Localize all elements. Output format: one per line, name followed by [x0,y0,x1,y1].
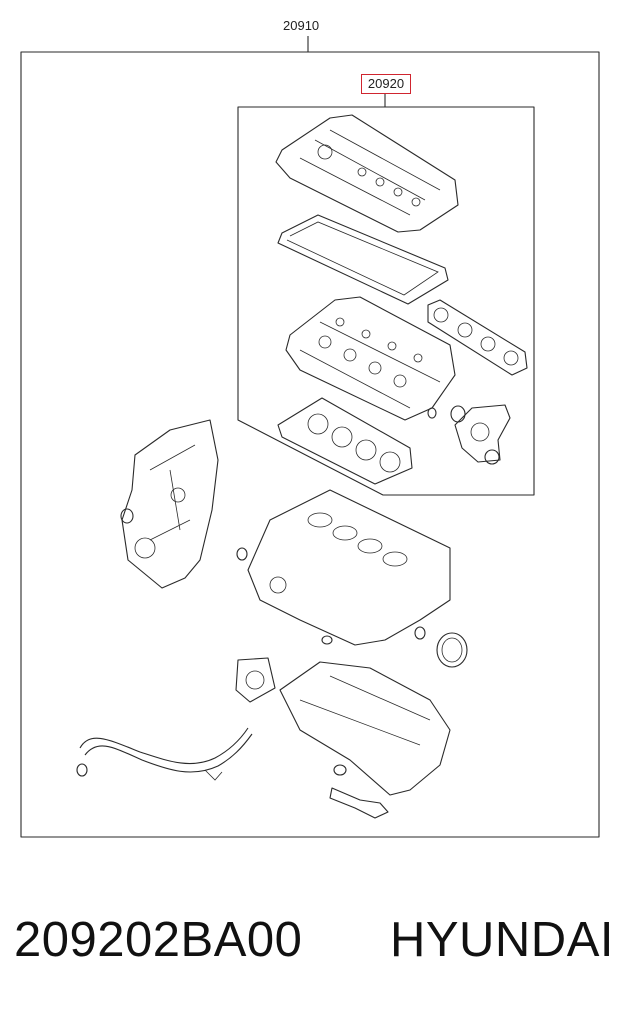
brand-text: HYUNDAI [389,913,614,967]
oil-strainer-part [329,787,389,819]
subassembly-number-label[interactable]: 20920 [361,74,411,94]
flange-gasket-part [235,657,276,703]
cylinder-head-part [285,296,456,421]
part-caption: 209202BA00 HYUNDAI [14,905,614,975]
part-number-text: 209202BA00 [14,913,303,967]
timing-cover-part [120,419,219,589]
dipstick-tube-part [76,727,253,781]
exhaust-manifold-gasket-part [427,299,528,376]
assembly-frame [20,51,600,838]
assembly-number-label: 20910 [283,18,320,33]
subassembly-frame [237,106,535,496]
exploded-parts-diagram: 20910 20920 [20,18,600,838]
thermostat-housing-part [427,404,511,465]
parts-drawing [20,36,600,838]
head-gasket-part [277,397,413,485]
rear-main-seal-part [436,632,468,668]
oil-pan-part [279,661,451,796]
engine-block-part [236,489,451,646]
valve-cover-gasket-part [277,214,449,305]
valve-cover-part [275,114,459,233]
